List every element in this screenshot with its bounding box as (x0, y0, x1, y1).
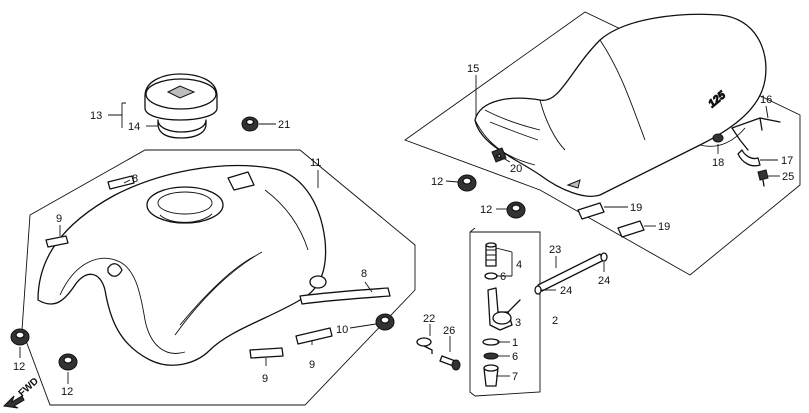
callout-labels: 13 14 21 11 8 9 8 10 9 9 12 12 15 20 12 … (13, 63, 794, 398)
tank-cushion-top (107, 175, 135, 190)
callout-25: 25 (782, 171, 794, 183)
bolt-22 (416, 337, 433, 354)
callout-8-upper: 8 (132, 173, 138, 185)
callout-3: 3 (515, 317, 521, 329)
callout-6-lower: 6 (512, 351, 518, 363)
tank-rubber-center (295, 327, 333, 345)
grommet-10 (375, 313, 395, 331)
callout-20: 20 (510, 163, 522, 175)
forward-direction-label: FWD (17, 376, 41, 399)
callout-26: 26 (443, 325, 455, 337)
callout-11: 11 (310, 157, 321, 169)
clip-24-right (600, 252, 608, 262)
callout-12-left-lower: 12 (61, 386, 73, 398)
tank-group-outline (21, 149, 416, 406)
nut-left-lower (58, 353, 78, 371)
callout-1: 1 (512, 337, 518, 349)
callout-16: 16 (760, 94, 772, 106)
callout-9-left: 9 (56, 213, 62, 225)
seat-lock-16 (731, 117, 781, 151)
tank-rubber-bottom (249, 347, 284, 359)
callout-19-lower: 19 (658, 221, 670, 233)
clip-24-left (534, 285, 542, 295)
packing-1 (482, 338, 500, 346)
callout-6-upper: 6 (500, 271, 506, 283)
callout-15: 15 (467, 63, 479, 75)
forward-arrow-icon (2, 395, 25, 409)
seat-bracket-20 (491, 147, 507, 163)
fuel-strainer (485, 242, 497, 267)
callout-24-right: 24 (598, 275, 610, 287)
nut-seat-lower (506, 201, 526, 219)
fuel-cap (144, 73, 218, 139)
tank-rubber-left (45, 235, 69, 248)
washer-18 (712, 133, 724, 143)
nut-seat-upper (457, 174, 477, 192)
callout-10: 10 (336, 324, 348, 336)
tank-strap-right (299, 287, 391, 305)
callout-19-upper: 19 (630, 202, 642, 214)
fuel-valve (487, 287, 521, 331)
bolt-25 (757, 169, 769, 187)
seat-rubber-19-lower (617, 220, 645, 238)
callout-23: 23 (549, 244, 561, 256)
callout-13: 13 (90, 110, 102, 122)
fuel-tank (37, 164, 327, 366)
seat-rubber-19-upper (577, 202, 605, 220)
callout-8-right: 8 (361, 268, 367, 280)
callout-12-seat-upper: 12 (431, 176, 443, 188)
callout-7: 7 (512, 371, 518, 383)
callout-4: 4 (516, 259, 522, 271)
callout-9-center: 9 (309, 359, 315, 371)
callout-22: 22 (423, 313, 435, 325)
strainer-cup-7 (483, 364, 499, 387)
callout-17: 17 (781, 155, 793, 167)
o-ring-5 (484, 272, 498, 280)
nut-left-upper (10, 328, 30, 346)
seat-hook-17 (737, 149, 761, 167)
leader-lines (19, 75, 780, 384)
callout-2: 2 (552, 315, 558, 327)
callout-24-left: 24 (560, 285, 572, 297)
seat-group-outline (404, 11, 801, 276)
petcock-group-bracket (469, 227, 541, 397)
callout-14: 14 (128, 121, 140, 133)
callout-9-bottom: 9 (262, 373, 268, 385)
callout-12-seat-lower: 12 (480, 204, 492, 216)
callout-12-left-upper: 12 (13, 361, 25, 373)
o-ring-6 (483, 352, 499, 360)
grommet-21 (241, 116, 259, 132)
callout-18: 18 (712, 157, 724, 169)
bolt-26 (439, 355, 461, 371)
callout-21: 21 (278, 119, 290, 131)
